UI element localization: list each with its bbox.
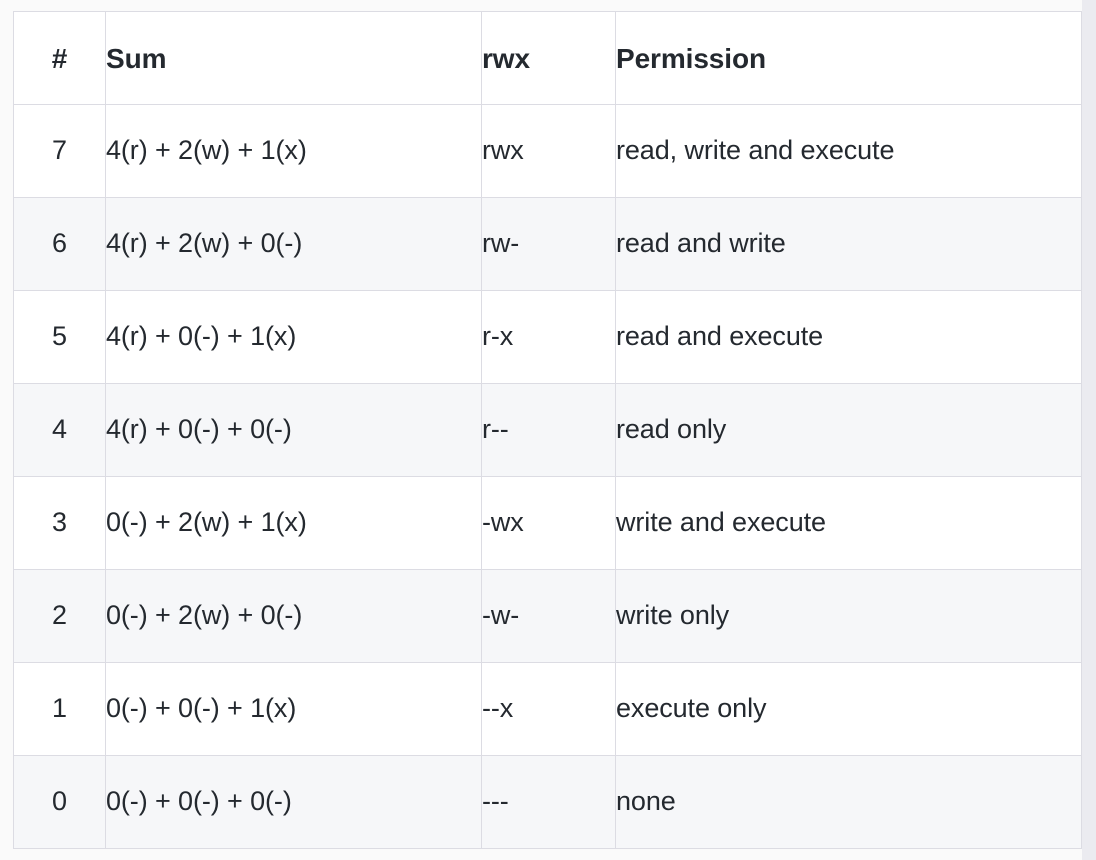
cell-permission: read, write and execute xyxy=(615,104,1082,198)
table-row: 6 4(r) + 2(w) + 0(-) rw- read and write xyxy=(13,197,1082,291)
table-header: # Sum rwx Permission xyxy=(13,11,1082,105)
cell-sum: 4(r) + 2(w) + 0(-) xyxy=(105,197,482,291)
column-header-rwx: rwx xyxy=(481,11,616,105)
cell-number: 2 xyxy=(13,569,106,663)
unix-permission-bits-table: # Sum rwx Permission 7 4(r) + 2(w) + 1(x… xyxy=(13,11,1082,849)
cell-permission: read only xyxy=(615,383,1082,477)
cell-sum: 0(-) + 2(w) + 0(-) xyxy=(105,569,482,663)
cell-number: 4 xyxy=(13,383,106,477)
cell-permission: write and execute xyxy=(615,476,1082,570)
cell-permission: execute only xyxy=(615,662,1082,756)
cell-rwx: -w- xyxy=(481,569,616,663)
cell-rwx: -wx xyxy=(481,476,616,570)
table-row: 5 4(r) + 0(-) + 1(x) r-x read and execut… xyxy=(13,290,1082,384)
cell-number: 1 xyxy=(13,662,106,756)
cell-number: 0 xyxy=(13,755,106,849)
cell-rwx: rwx xyxy=(481,104,616,198)
cell-rwx: --x xyxy=(481,662,616,756)
cell-number: 5 xyxy=(13,290,106,384)
page-gutter xyxy=(1082,0,1096,860)
table-row: 4 4(r) + 0(-) + 0(-) r-- read only xyxy=(13,383,1082,477)
cell-sum: 0(-) + 2(w) + 1(x) xyxy=(105,476,482,570)
table-row: 2 0(-) + 2(w) + 0(-) -w- write only xyxy=(13,569,1082,663)
cell-rwx: rw- xyxy=(481,197,616,291)
cell-permission: none xyxy=(615,755,1082,849)
cell-rwx: r-x xyxy=(481,290,616,384)
cell-sum: 4(r) + 2(w) + 1(x) xyxy=(105,104,482,198)
cell-number: 6 xyxy=(13,197,106,291)
table-header-row: # Sum rwx Permission xyxy=(13,11,1082,105)
cell-number: 7 xyxy=(13,104,106,198)
table-row: 7 4(r) + 2(w) + 1(x) rwx read, write and… xyxy=(13,104,1082,198)
permission-table-container: # Sum rwx Permission 7 4(r) + 2(w) + 1(x… xyxy=(13,11,1082,849)
cell-permission: read and write xyxy=(615,197,1082,291)
cell-permission: read and execute xyxy=(615,290,1082,384)
cell-rwx: --- xyxy=(481,755,616,849)
table-row: 0 0(-) + 0(-) + 0(-) --- none xyxy=(13,755,1082,849)
cell-sum: 0(-) + 0(-) + 1(x) xyxy=(105,662,482,756)
cell-sum: 4(r) + 0(-) + 0(-) xyxy=(105,383,482,477)
column-header-number: # xyxy=(13,11,106,105)
table-body: 7 4(r) + 2(w) + 1(x) rwx read, write and… xyxy=(13,104,1082,849)
cell-number: 3 xyxy=(13,476,106,570)
cell-sum: 4(r) + 0(-) + 1(x) xyxy=(105,290,482,384)
table-row: 1 0(-) + 0(-) + 1(x) --x execute only xyxy=(13,662,1082,756)
cell-permission: write only xyxy=(615,569,1082,663)
cell-rwx: r-- xyxy=(481,383,616,477)
table-row: 3 0(-) + 2(w) + 1(x) -wx write and execu… xyxy=(13,476,1082,570)
column-header-permission: Permission xyxy=(615,11,1082,105)
cell-sum: 0(-) + 0(-) + 0(-) xyxy=(105,755,482,849)
column-header-sum: Sum xyxy=(105,11,482,105)
